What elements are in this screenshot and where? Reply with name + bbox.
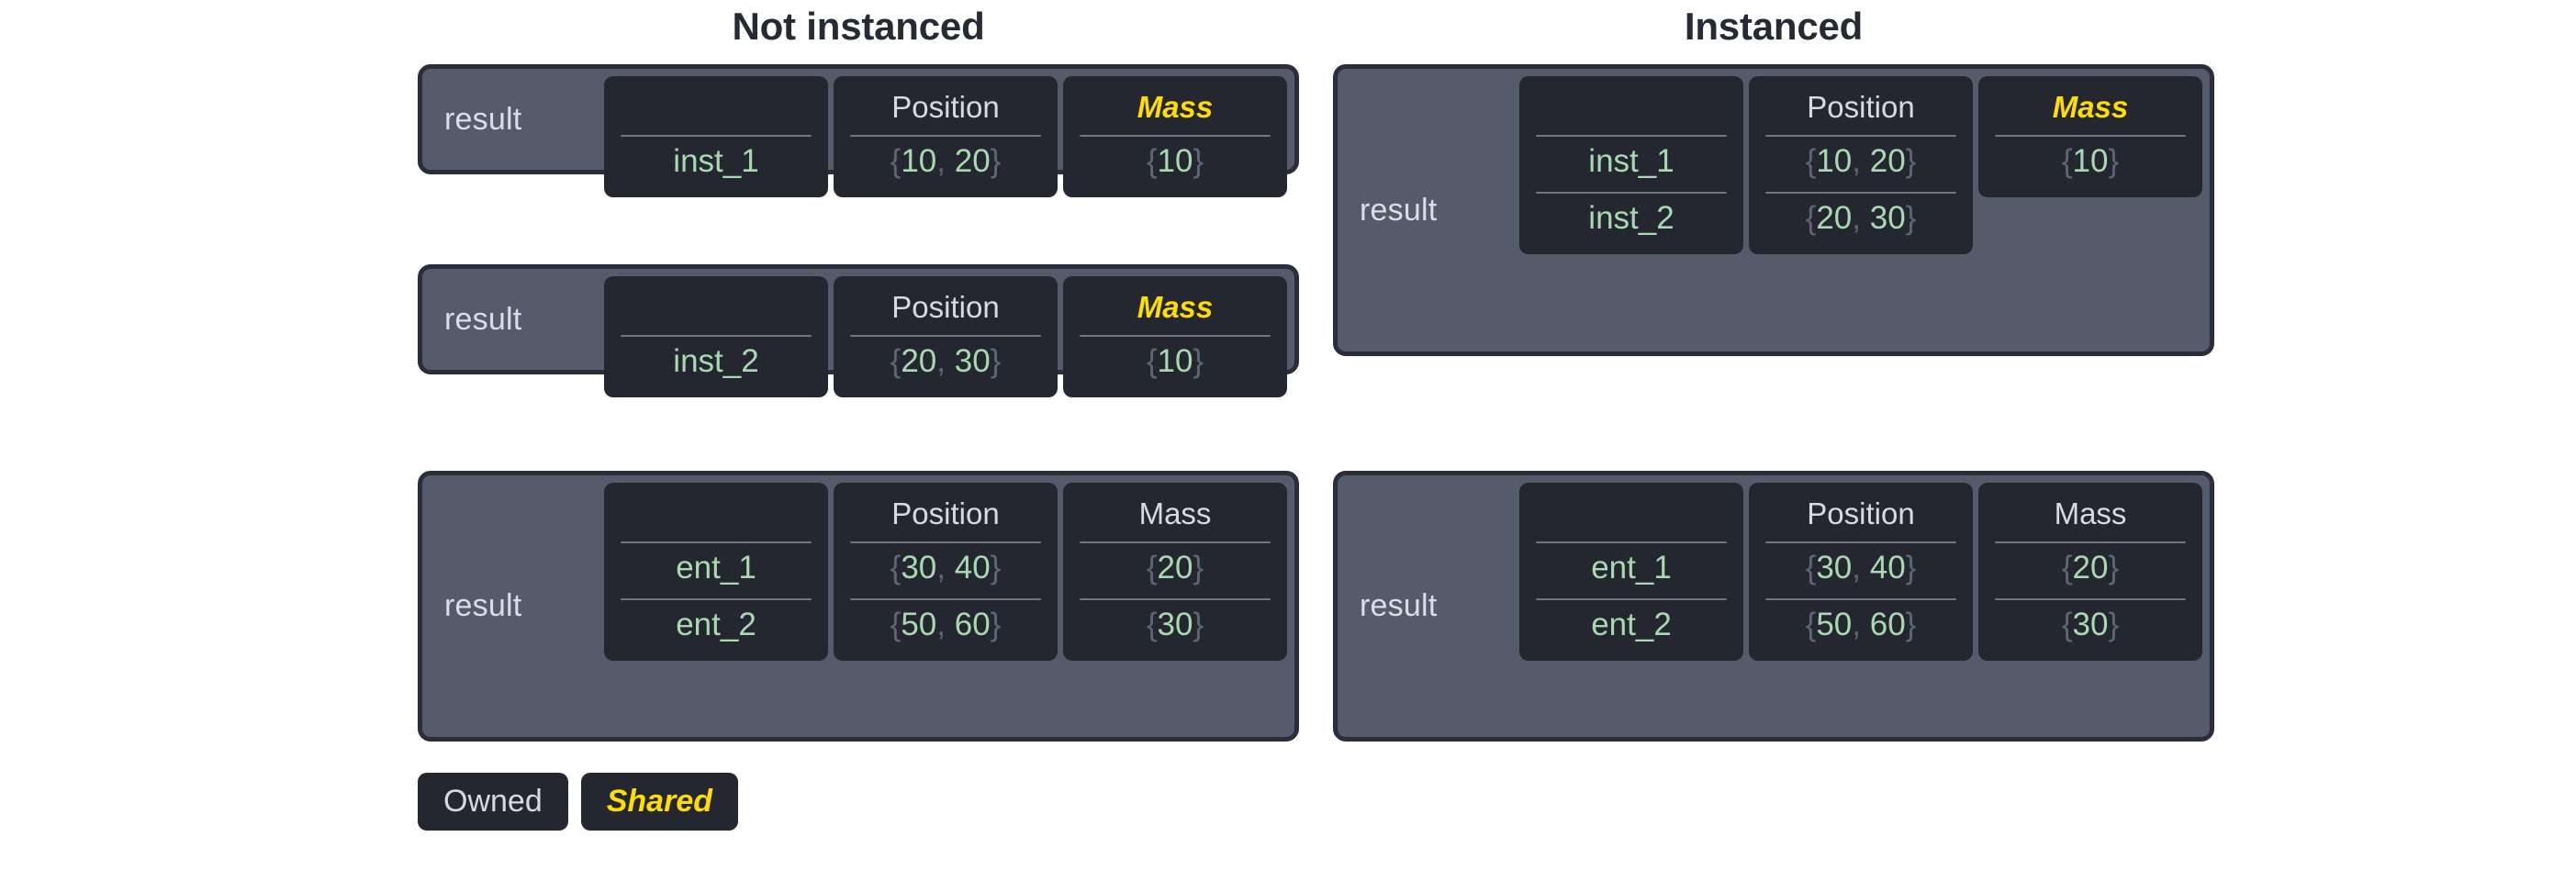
cell-value: {10} [2061, 143, 2120, 179]
cell-value: {10, 20} [890, 143, 1002, 179]
row-divider [1765, 541, 1956, 543]
column-header-entity [1532, 85, 1730, 129]
column-mass: Mass {20} {30} [1063, 483, 1287, 661]
row-divider [1080, 335, 1271, 337]
cell-value: {20, 30} [1805, 200, 1917, 236]
column-header-position: Position [1807, 496, 1915, 530]
row-divider [621, 335, 812, 337]
column-position: Position {30, 40} {50, 60} [834, 483, 1058, 661]
row-divider [1765, 135, 1956, 137]
legend: Owned Shared [418, 773, 738, 831]
row-divider [850, 135, 1041, 137]
cell-value: ent_2 [676, 607, 756, 642]
row-divider [1765, 192, 1956, 194]
cell-value: ent_1 [676, 550, 756, 586]
row-divider [850, 598, 1041, 600]
cell-value: {20, 30} [890, 343, 1002, 379]
cell-value: {30} [1146, 607, 1204, 642]
row-divider [621, 598, 812, 600]
row-divider [621, 135, 812, 137]
column-header-mass: Mass [2054, 496, 2127, 530]
cell-value: {10} [1146, 143, 1204, 179]
row-divider [850, 335, 1041, 337]
owner-label: result [444, 301, 522, 337]
cell-value: {30, 40} [1805, 550, 1917, 586]
column-header-entity [617, 492, 815, 536]
column-position: Position {10, 20} {20, 30} [1749, 76, 1973, 254]
cell-value: ent_2 [1591, 607, 1672, 642]
cell-value: inst_2 [673, 343, 759, 379]
cell-value: {10} [1146, 343, 1204, 379]
column-mass: Mass {10} [1978, 76, 2202, 197]
column-title-instanced: Instanced [1684, 5, 1864, 48]
cell-value: inst_1 [673, 143, 759, 179]
column-group: inst_1 inst_2 Position {10, 20} {20, 30} Mass… [1519, 76, 2202, 344]
result-table-instanced-2: result ent_1 ent_2 Position {30, 40} {50, 60… [1333, 471, 2214, 742]
cell-value: inst_1 [1588, 143, 1674, 179]
owner-label: result [1360, 192, 1438, 228]
legend-chip-shared: Shared [580, 773, 738, 831]
row-divider [1080, 135, 1271, 137]
column-header-entity [617, 285, 815, 329]
row-divider [1080, 541, 1271, 543]
column-header-mass: Mass [1137, 90, 1214, 124]
column-position: Position {30, 40} {50, 60} [1749, 483, 1973, 661]
column-mass: Mass {10} [1063, 276, 1287, 397]
owner-label: result [444, 101, 522, 137]
column-position: Position {20, 30} [834, 276, 1058, 397]
cell-value: {20} [1146, 550, 1204, 586]
row-divider [1536, 135, 1727, 137]
column-header-entity [1532, 492, 1730, 536]
column-group: inst_2 Position {20, 30} Mass {10} [604, 276, 1287, 397]
row-divider [1080, 598, 1271, 600]
column-mass: Mass {20} {30} [1978, 483, 2202, 661]
result-table-instanced-1: result inst_1 inst_2 Position {10, 20} {20, … [1333, 64, 2214, 356]
row-divider [1536, 541, 1727, 543]
legend-chip-owned: Owned [418, 773, 568, 831]
column-header-position: Position [1807, 90, 1915, 124]
result-table-not-instanced-3: result ent_1 ent_2 Position {30, 40} {50, 60… [418, 471, 1299, 742]
owner-label: result [444, 588, 522, 623]
row-divider [1995, 135, 2186, 137]
column-group: ent_1 ent_2 Position {30, 40} {50, 60} Mass {2… [1519, 483, 2202, 730]
result-table-not-instanced-2: result inst_2 Position {20, 30} Mass {10} [418, 264, 1299, 397]
row-divider [850, 541, 1041, 543]
column-header-mass: Mass [2052, 90, 2129, 124]
column-header-position: Position [891, 290, 1000, 324]
cell-value: {10, 20} [1805, 143, 1917, 179]
column-group: inst_1 Position {10, 20} Mass {10} [604, 76, 1287, 197]
column-entity: ent_1 ent_2 [1519, 483, 1743, 661]
row-divider [621, 541, 812, 543]
column-header-mass: Mass [1137, 290, 1214, 324]
row-divider [1536, 192, 1727, 194]
result-table-not-instanced-1: result inst_1 Position {10, 20} Mass {10} [418, 64, 1299, 197]
column-entity: inst_1 [604, 76, 828, 197]
cell-value: {30, 40} [890, 550, 1002, 586]
column-group: ent_1 ent_2 Position {30, 40} {50, 60} Mass {2… [604, 483, 1287, 730]
row-divider [1995, 598, 2186, 600]
column-entity: inst_1 inst_2 [1519, 76, 1743, 254]
cell-value: inst_2 [1588, 200, 1674, 236]
cell-value: ent_1 [1591, 550, 1672, 586]
column-header-mass: Mass [1138, 496, 1212, 530]
cell-value: {30} [2061, 607, 2120, 642]
row-divider [1536, 598, 1727, 600]
column-header-position: Position [891, 90, 1000, 124]
cell-value: {50, 60} [1805, 607, 1917, 642]
column-entity: ent_1 ent_2 [604, 483, 828, 661]
column-header-position: Position [891, 496, 1000, 530]
owner-label: result [1360, 588, 1438, 623]
row-divider [1765, 598, 1956, 600]
cell-value: {50, 60} [890, 607, 1002, 642]
column-position: Position {10, 20} [834, 76, 1058, 197]
row-divider [1995, 541, 2186, 543]
column-header-entity [617, 85, 815, 129]
cell-value: {20} [2061, 550, 2120, 586]
column-mass: Mass {10} [1063, 76, 1287, 197]
column-entity: inst_2 [604, 276, 828, 397]
column-title-not-instanced: Not instanced [732, 5, 985, 48]
